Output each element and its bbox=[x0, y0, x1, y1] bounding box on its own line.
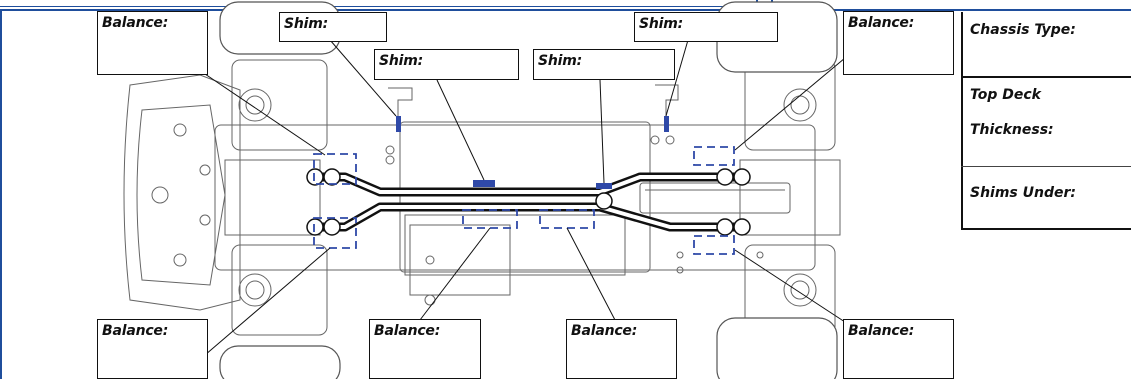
frame-left-edge bbox=[0, 11, 2, 379]
balance-box-front-bottom-left[interactable]: Balance: bbox=[97, 319, 208, 379]
balance-box-rear-bottom-right[interactable]: Balance: bbox=[843, 319, 954, 379]
balance-zone-front-left bbox=[313, 153, 357, 185]
shim-box-top-right[interactable]: Shim: bbox=[634, 12, 778, 42]
wheel-front-right bbox=[219, 345, 341, 379]
shim-marker-3 bbox=[473, 180, 495, 187]
spur-gear bbox=[639, 182, 791, 214]
balance-label: Balance: bbox=[374, 323, 441, 339]
shim-box-mid-left[interactable]: Shim: bbox=[374, 49, 519, 80]
balance-label: Balance: bbox=[102, 323, 169, 339]
chassis-plate bbox=[214, 124, 816, 271]
chassis-type-label: Chassis Type: bbox=[970, 22, 1076, 38]
thickness-label: Thickness: bbox=[970, 122, 1054, 138]
shim-box-top-left[interactable]: Shim: bbox=[279, 12, 387, 42]
shim-label: Shim: bbox=[379, 53, 424, 69]
balance-label: Balance: bbox=[571, 323, 638, 339]
top-deck-label: Top Deck bbox=[970, 87, 1041, 103]
chassis-diagram bbox=[123, 1, 846, 379]
shim-marker-4 bbox=[596, 183, 612, 189]
balance-box-bottom-center-right[interactable]: Balance: bbox=[566, 319, 677, 379]
balance-label: Balance: bbox=[102, 15, 169, 31]
balance-zone-front-right bbox=[313, 217, 357, 249]
front-bumper bbox=[123, 74, 241, 311]
shim-marker-2 bbox=[664, 116, 669, 132]
shim-label: Shim: bbox=[538, 53, 583, 69]
shim-label: Shim: bbox=[639, 16, 684, 32]
wheel-rear-right bbox=[716, 317, 838, 379]
balance-box-rear-top-right[interactable]: Balance: bbox=[843, 11, 954, 75]
top-deck bbox=[315, 172, 745, 232]
shim-box-mid-right[interactable]: Shim: bbox=[533, 49, 675, 80]
balance-zone-rear-left bbox=[693, 146, 735, 166]
balance-box-front-top-left[interactable]: Balance: bbox=[97, 11, 208, 75]
chassis-info-panel: Chassis Type: Top Deck Thickness: Shims … bbox=[961, 12, 1131, 379]
balance-label: Balance: bbox=[848, 323, 915, 339]
balance-zone-center-right bbox=[539, 209, 595, 229]
balance-label: Balance: bbox=[848, 15, 915, 31]
battery-area bbox=[404, 214, 626, 276]
shims-under-label: Shims Under: bbox=[970, 185, 1076, 201]
shim-label: Shim: bbox=[284, 16, 329, 32]
balance-box-bottom-center-left[interactable]: Balance: bbox=[369, 319, 481, 379]
shim-marker-1 bbox=[396, 116, 401, 132]
balance-zone-rear-right bbox=[693, 235, 735, 255]
